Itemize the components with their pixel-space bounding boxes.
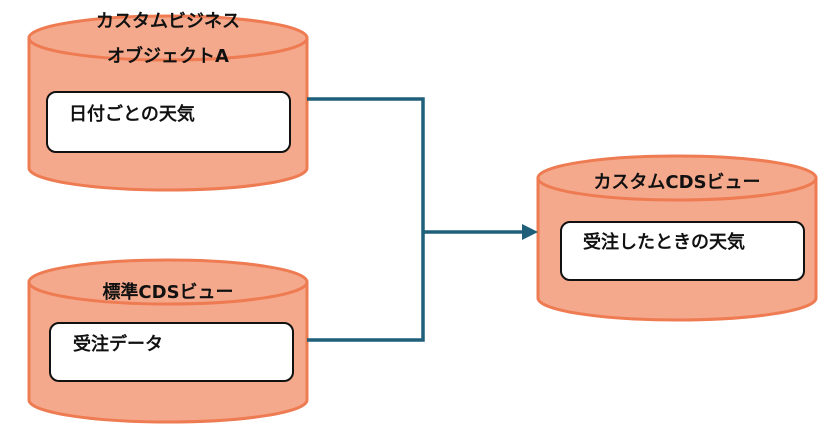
cylinder-custom-business-object: カスタムビジネス オブジェクトA 日付ごとの天気 xyxy=(27,11,309,192)
cylinder-standard-cds-view: 標準CDSビュー 受注データ xyxy=(27,258,309,424)
cylinder-top xyxy=(27,258,309,306)
field-box-label: 日付ごとの天気 xyxy=(69,103,195,125)
field-box xyxy=(49,322,294,382)
cylinder-title-line-2: オブジェクトA xyxy=(107,45,229,67)
cylinder-title-line-1: 標準CDSビュー xyxy=(102,281,233,303)
cylinder-top xyxy=(27,14,309,62)
connectors xyxy=(307,97,538,342)
cylinder-title-line-1: カスタムビジネス xyxy=(96,11,240,32)
arrowhead-icon xyxy=(522,224,538,240)
cylinder-custom-cds-view: カスタムCDSビュー 受注したときの天気 xyxy=(536,154,818,322)
field-box xyxy=(560,221,805,281)
field-box xyxy=(46,91,291,153)
connector-from-business-object xyxy=(307,97,425,232)
field-box-label: 受注データ xyxy=(73,333,163,355)
connector-from-standard-cds-view xyxy=(307,232,425,342)
cylinder-title-line-1: カスタムCDSビュー xyxy=(593,172,760,193)
cylinder-top xyxy=(536,154,818,202)
field-box-label: 受注したときの天気 xyxy=(583,231,745,253)
